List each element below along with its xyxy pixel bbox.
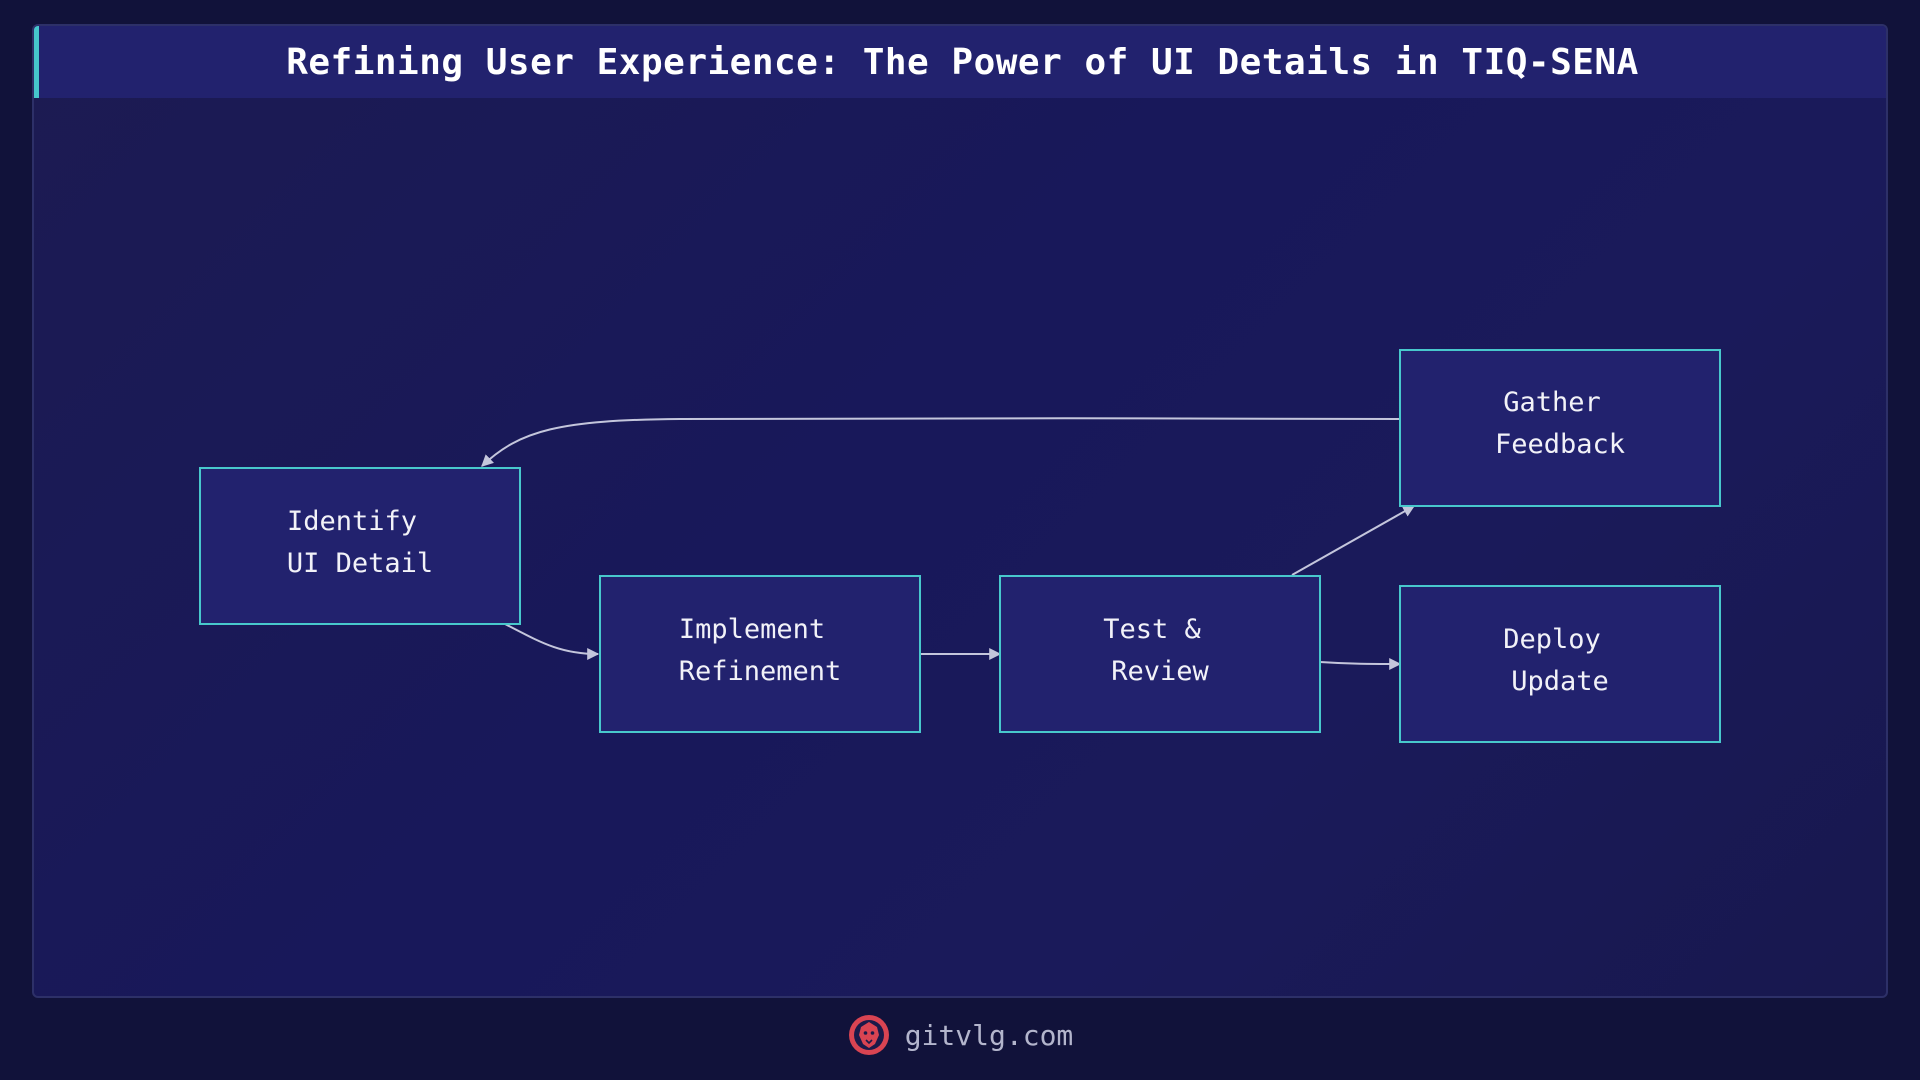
node-deploy[interactable]: Deploy Update (1399, 585, 1721, 743)
node-identify-label-2: UI Detail (287, 548, 433, 579)
edge-identify-to-implement (504, 623, 600, 660)
node-identify[interactable]: Identify UI Detail (199, 467, 521, 625)
node-implement[interactable]: Implement Refinement (599, 575, 921, 733)
title-bar: Refining User Experience: The Power of U… (34, 26, 1886, 98)
edge-gather-to-identify (481, 417, 1401, 467)
page-title: Refining User Experience: The Power of U… (286, 41, 1639, 83)
node-implement-label-2: Refinement (679, 656, 842, 687)
footer-site-link[interactable]: gitvlg.com (904, 1018, 1074, 1052)
node-deploy-label-2: Update (1511, 666, 1609, 697)
node-test-label-1: Test & (1103, 614, 1201, 645)
node-gather-label-1: Gather (1503, 387, 1601, 418)
node-implement-label-1: Implement (679, 614, 825, 645)
node-gather-label-2: Feedback (1495, 429, 1625, 460)
node-deploy-label-1: Deploy (1503, 624, 1601, 655)
node-identify-label-1: Identify (287, 506, 417, 537)
node-test-label-2: Review (1111, 656, 1209, 687)
footer: gitvlg.com (0, 1010, 1920, 1060)
edge-test-to-gather (1291, 505, 1416, 576)
lion-head-icon (848, 1015, 889, 1055)
edge-test-to-deploy (1319, 657, 1402, 670)
node-gather[interactable]: Gather Feedback (1399, 349, 1721, 507)
node-test[interactable]: Test & Review (999, 575, 1321, 733)
